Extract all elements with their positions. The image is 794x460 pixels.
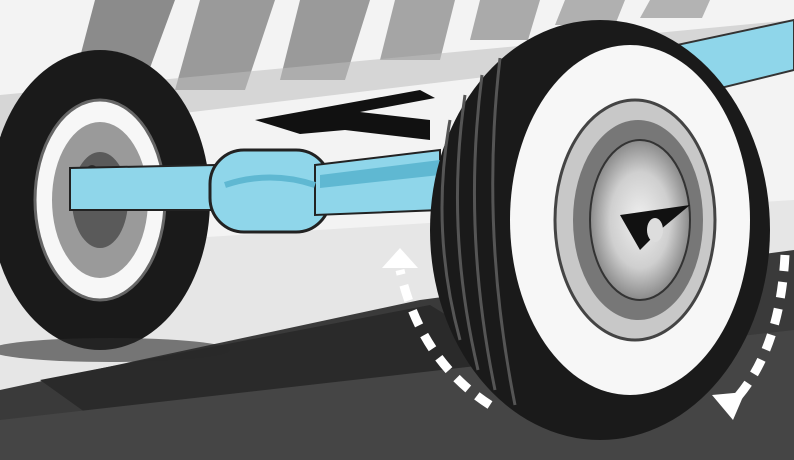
- right-wheel: [430, 20, 770, 440]
